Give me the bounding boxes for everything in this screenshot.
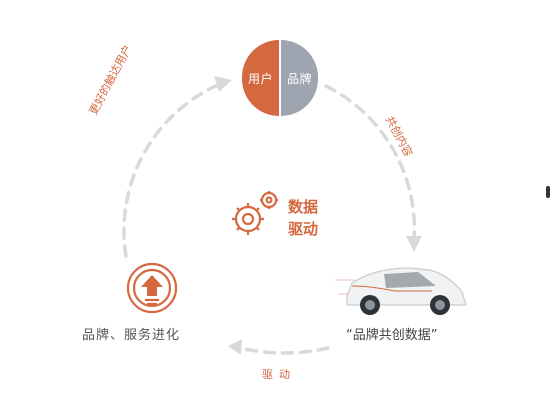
arc-top-right — [324, 84, 417, 242]
gears-icon — [232, 191, 278, 235]
arc-bottom — [238, 346, 330, 355]
user-half: 用户 — [242, 40, 279, 116]
brand-label: 品牌 — [286, 71, 312, 86]
arc-left — [122, 82, 222, 258]
user-label: 用户 — [247, 71, 273, 86]
arrow-head-icon — [406, 236, 422, 252]
center-label: 数据 驱动 — [288, 196, 318, 240]
brand-half: 品牌 — [281, 40, 318, 116]
user-brand-node: 用户 品牌 — [242, 40, 318, 116]
brand-cocreate-data-label: “品牌共创数据” — [346, 328, 438, 343]
center-line-2: 驱动 — [288, 220, 319, 238]
brand-service-evolution-label: 品牌、服务进化 — [82, 328, 181, 343]
arrow-head-icon — [228, 339, 242, 355]
center-line-1: 数据 — [288, 198, 319, 216]
arrow-head-icon — [214, 76, 232, 92]
upgrade-icon — [126, 262, 178, 314]
arc-label-bottom: 驱动 — [262, 368, 296, 381]
car-icon — [335, 267, 467, 315]
edge-marker — [546, 186, 550, 198]
